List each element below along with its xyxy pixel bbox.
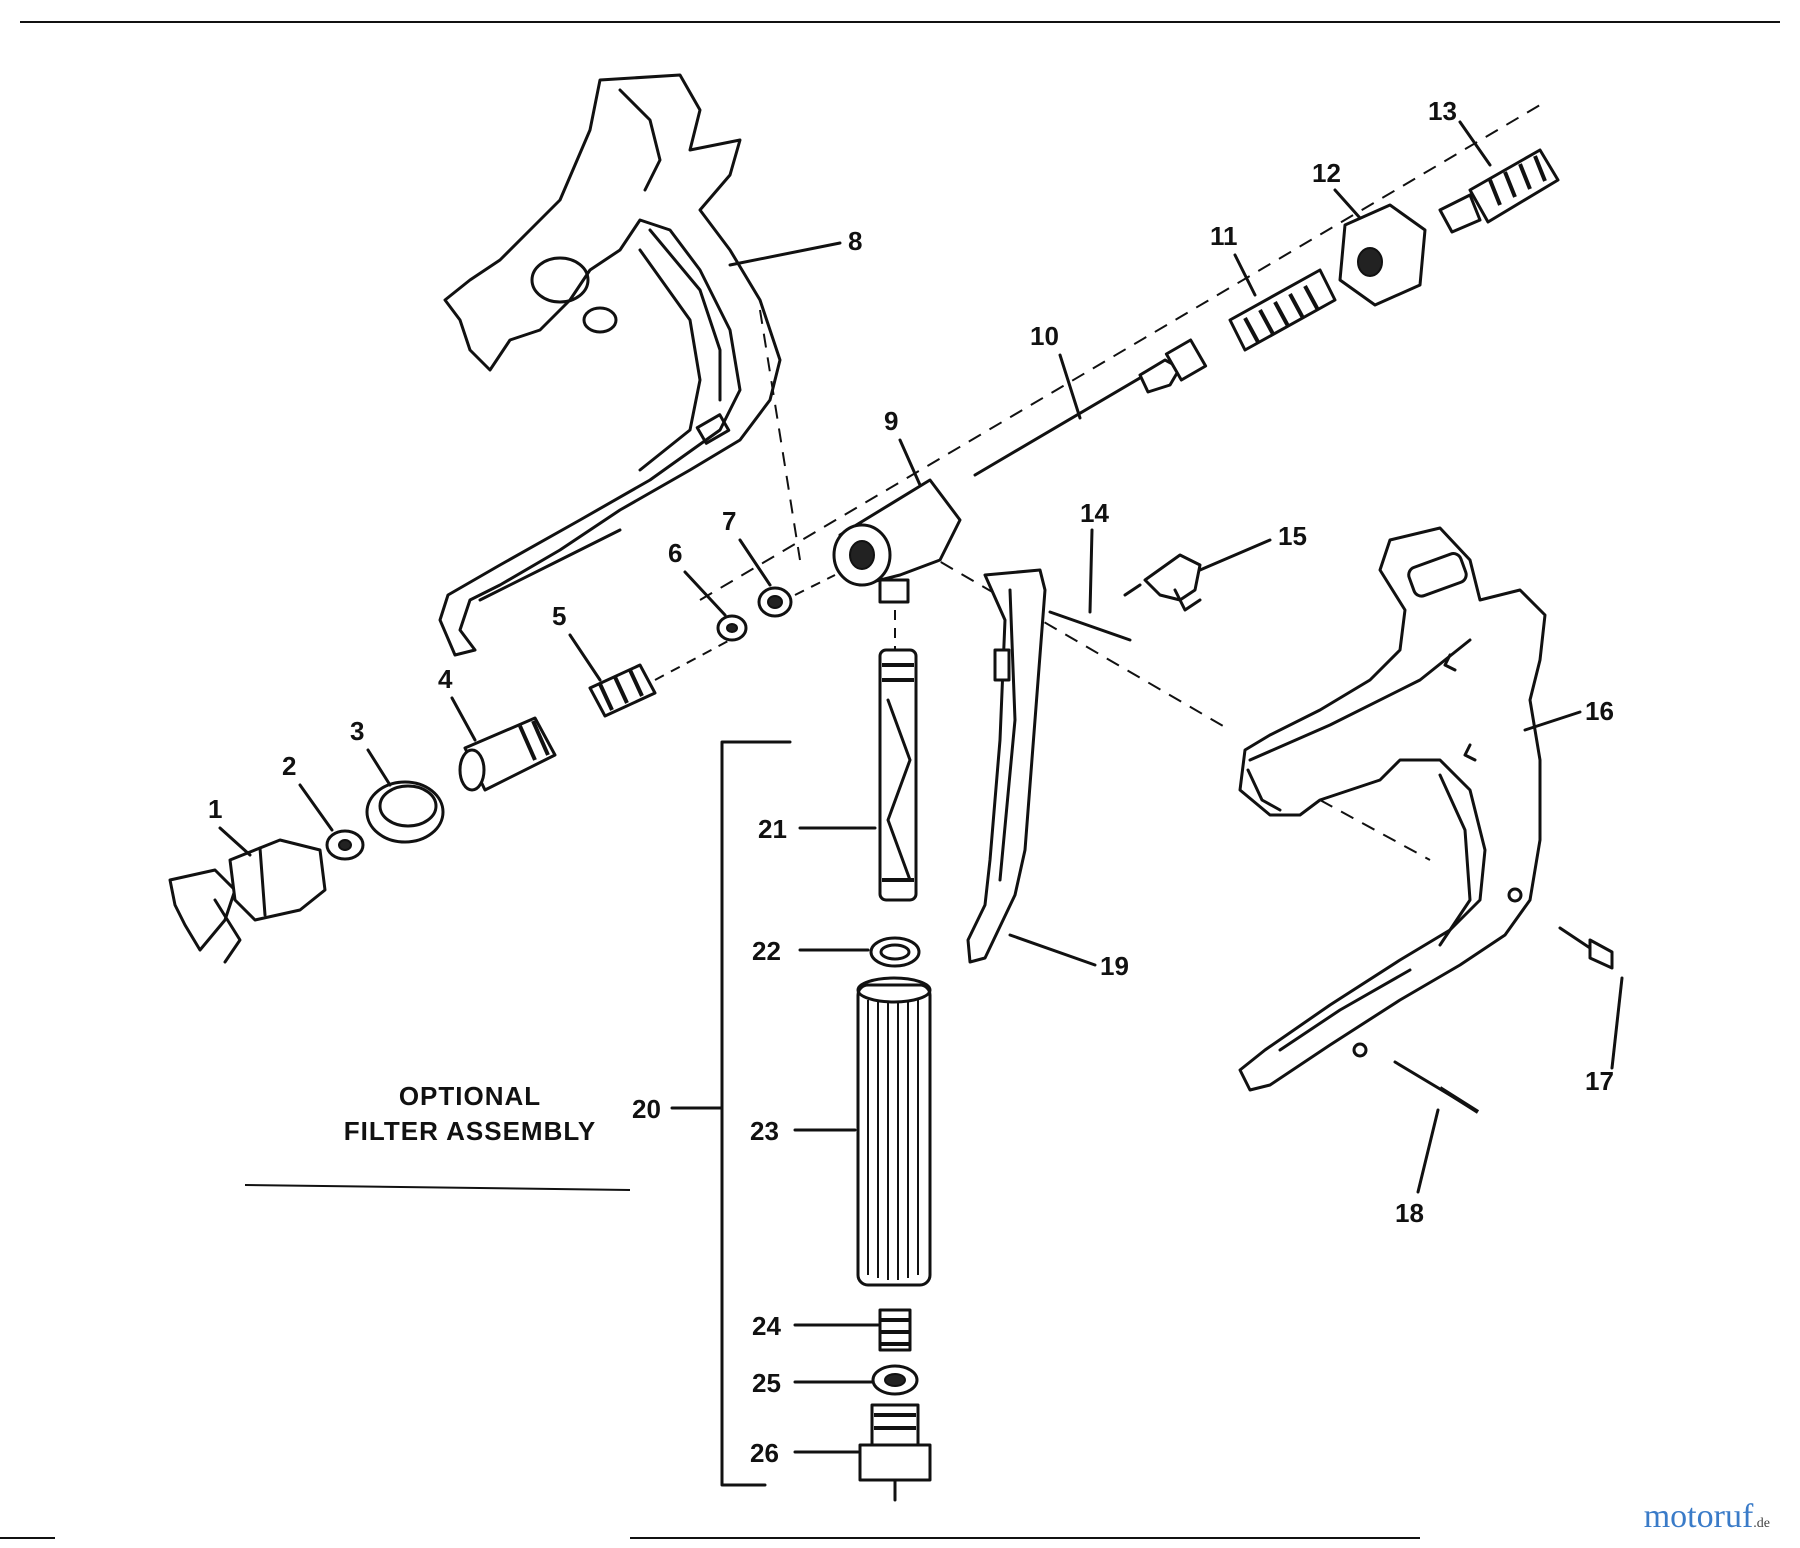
valve-seat-drawing — [716, 614, 748, 642]
part-label-11: 11 — [1210, 221, 1238, 251]
seal-drawing — [757, 586, 793, 618]
part-label-3: 3 — [350, 716, 364, 746]
part-label-25: 25 — [752, 1368, 781, 1398]
part-label-19: 19 — [1100, 951, 1129, 981]
watermark-brand: motoruf — [1643, 1498, 1754, 1535]
filter-assembly-bracket — [720, 740, 792, 1487]
part-label-9: 9 — [884, 406, 898, 436]
part-label-10: 10 — [1030, 321, 1059, 351]
part-label-23: 23 — [750, 1116, 779, 1146]
leader-line-19 — [1008, 933, 1097, 967]
gun-axis-line — [699, 104, 1541, 601]
leader-line-18 — [1416, 1108, 1440, 1194]
guide-line-body — [759, 309, 801, 561]
valve-spring-drawing — [588, 663, 657, 718]
leader-line-8 — [728, 241, 842, 267]
leader-line-7 — [738, 538, 772, 587]
leader-line-3 — [366, 748, 392, 787]
filter-oring-drawing — [869, 936, 921, 968]
gun-body-drawing — [438, 73, 782, 657]
trigger-pin-drawing — [1048, 610, 1132, 642]
guide-line-handle — [919, 549, 1231, 731]
retaining-ring-drawing — [365, 780, 445, 844]
filter-plug-drawing — [858, 1403, 932, 1502]
part-label-13: 13 — [1428, 96, 1457, 126]
part-label-5: 5 — [552, 601, 566, 631]
filter-tube-drawing — [878, 648, 918, 902]
watermark-logo: motoruf.de — [1644, 1498, 1770, 1536]
leader-line-4 — [450, 696, 477, 742]
hanger-screw-drawing — [1393, 1060, 1480, 1114]
leader-line-2 — [298, 783, 334, 832]
part-label-15: 15 — [1278, 521, 1307, 551]
part-label-6: 6 — [668, 538, 682, 568]
leader-line-17 — [1610, 976, 1624, 1070]
guide-line-5-6 — [654, 639, 731, 681]
gasket-drawing — [325, 829, 365, 861]
filter-note-rule — [244, 1184, 631, 1191]
part-label-16: 16 — [1585, 696, 1614, 726]
part-label-21: 21 — [758, 814, 787, 844]
leader-line-11 — [1233, 253, 1257, 297]
leader-line-9 — [898, 438, 922, 487]
filter-note-line1: OPTIONAL — [399, 1081, 541, 1111]
part-label-17: 17 — [1585, 1066, 1614, 1096]
filter-element-drawing — [856, 976, 932, 1287]
part-label-18: 18 — [1395, 1198, 1424, 1228]
guide-line-handle-lower — [1319, 799, 1431, 861]
part-label-7: 7 — [722, 506, 736, 536]
adjusting-nut-drawing — [1338, 203, 1427, 307]
leader-line-6 — [683, 570, 727, 617]
part-label-26: 26 — [750, 1438, 779, 1468]
tip-guard-drawing — [168, 838, 327, 964]
watermark-tld: .de — [1753, 1516, 1770, 1531]
leader-line-1 — [218, 826, 252, 857]
trigger-drawing — [966, 568, 1047, 964]
adjusting-screw-drawing — [1438, 148, 1560, 234]
part-label-14: 14 — [1080, 498, 1109, 528]
guide-line-7-9 — [794, 574, 836, 596]
part-label-12: 12 — [1312, 158, 1341, 188]
part-label-1: 1 — [208, 794, 222, 824]
part-label-20: 20 — [632, 1094, 661, 1124]
part-label-24: 24 — [752, 1311, 781, 1341]
handle-screw-drawing — [1558, 926, 1614, 970]
handle-drawing — [1238, 526, 1547, 1092]
leader-line-10 — [1058, 353, 1082, 420]
filter-bottom-oring-drawing — [871, 1364, 919, 1396]
leader-line-14 — [1088, 528, 1094, 614]
leader-line-12 — [1333, 188, 1362, 220]
filter-note-line2: FILTER ASSEMBLY — [344, 1116, 596, 1146]
leader-line-5 — [568, 633, 602, 682]
part-label-4: 4 — [438, 664, 453, 694]
leader-line-13 — [1458, 120, 1492, 167]
part-label-2: 2 — [282, 751, 296, 781]
needle-drawing — [973, 338, 1208, 477]
filter-spring-drawing — [878, 1308, 912, 1352]
needle-spring-drawing — [1228, 268, 1337, 352]
part-label-22: 22 — [752, 936, 781, 966]
fluid-housing-drawing — [832, 478, 962, 604]
part-label-8: 8 — [848, 226, 862, 256]
leader-line-16 — [1523, 710, 1582, 732]
leader-line-15 — [1198, 538, 1272, 572]
tip-housing-drawing — [458, 716, 557, 792]
trigger-lock-drawing — [1123, 553, 1202, 612]
